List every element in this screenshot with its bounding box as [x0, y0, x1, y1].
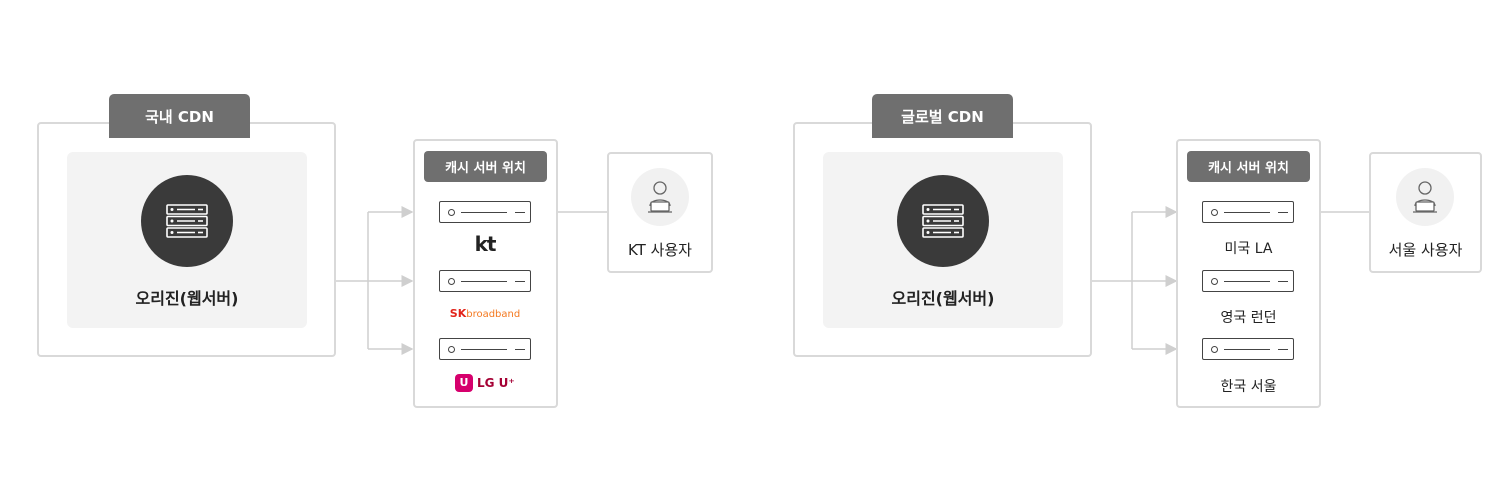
- user-laptop-icon: [1413, 181, 1437, 213]
- sk-broadband-logo: SKbroadband: [449, 307, 521, 320]
- server-rack-icon: [439, 201, 531, 223]
- cache-location-title: 캐시 서버 위치: [424, 151, 547, 182]
- cache-location-title: 캐시 서버 위치: [1187, 151, 1310, 182]
- user-laptop-icon: [648, 181, 672, 213]
- origin-server-icon: [897, 175, 989, 267]
- server-rack-icon: [1202, 338, 1294, 360]
- server-rack-icon: [1202, 201, 1294, 223]
- kt-logo: kt: [474, 232, 497, 256]
- server-stack-icon: [922, 204, 964, 238]
- server-stack-icon: [166, 204, 208, 238]
- location-label: 미국 LA: [1224, 241, 1273, 257]
- global-cache-panel: [1176, 139, 1321, 408]
- origin-label: 오리진(웹서버): [135, 289, 239, 308]
- user-label: KT 사용자: [627, 241, 692, 259]
- location-label: 영국 런던: [1220, 310, 1277, 326]
- user-avatar: [631, 168, 689, 226]
- server-rack-icon: [439, 338, 531, 360]
- location-label: 한국 서울: [1220, 379, 1277, 395]
- server-rack-icon: [1202, 270, 1294, 292]
- user-label: 서울 사용자: [1388, 241, 1463, 259]
- global-cdn-tab: 글로벌 CDN: [872, 94, 1013, 138]
- server-rack-icon: [439, 270, 531, 292]
- user-avatar: [1396, 168, 1454, 226]
- domestic-cdn-tab: 국내 CDN: [109, 94, 250, 138]
- origin-server-icon: [141, 175, 233, 267]
- origin-label: 오리진(웹서버): [891, 289, 995, 308]
